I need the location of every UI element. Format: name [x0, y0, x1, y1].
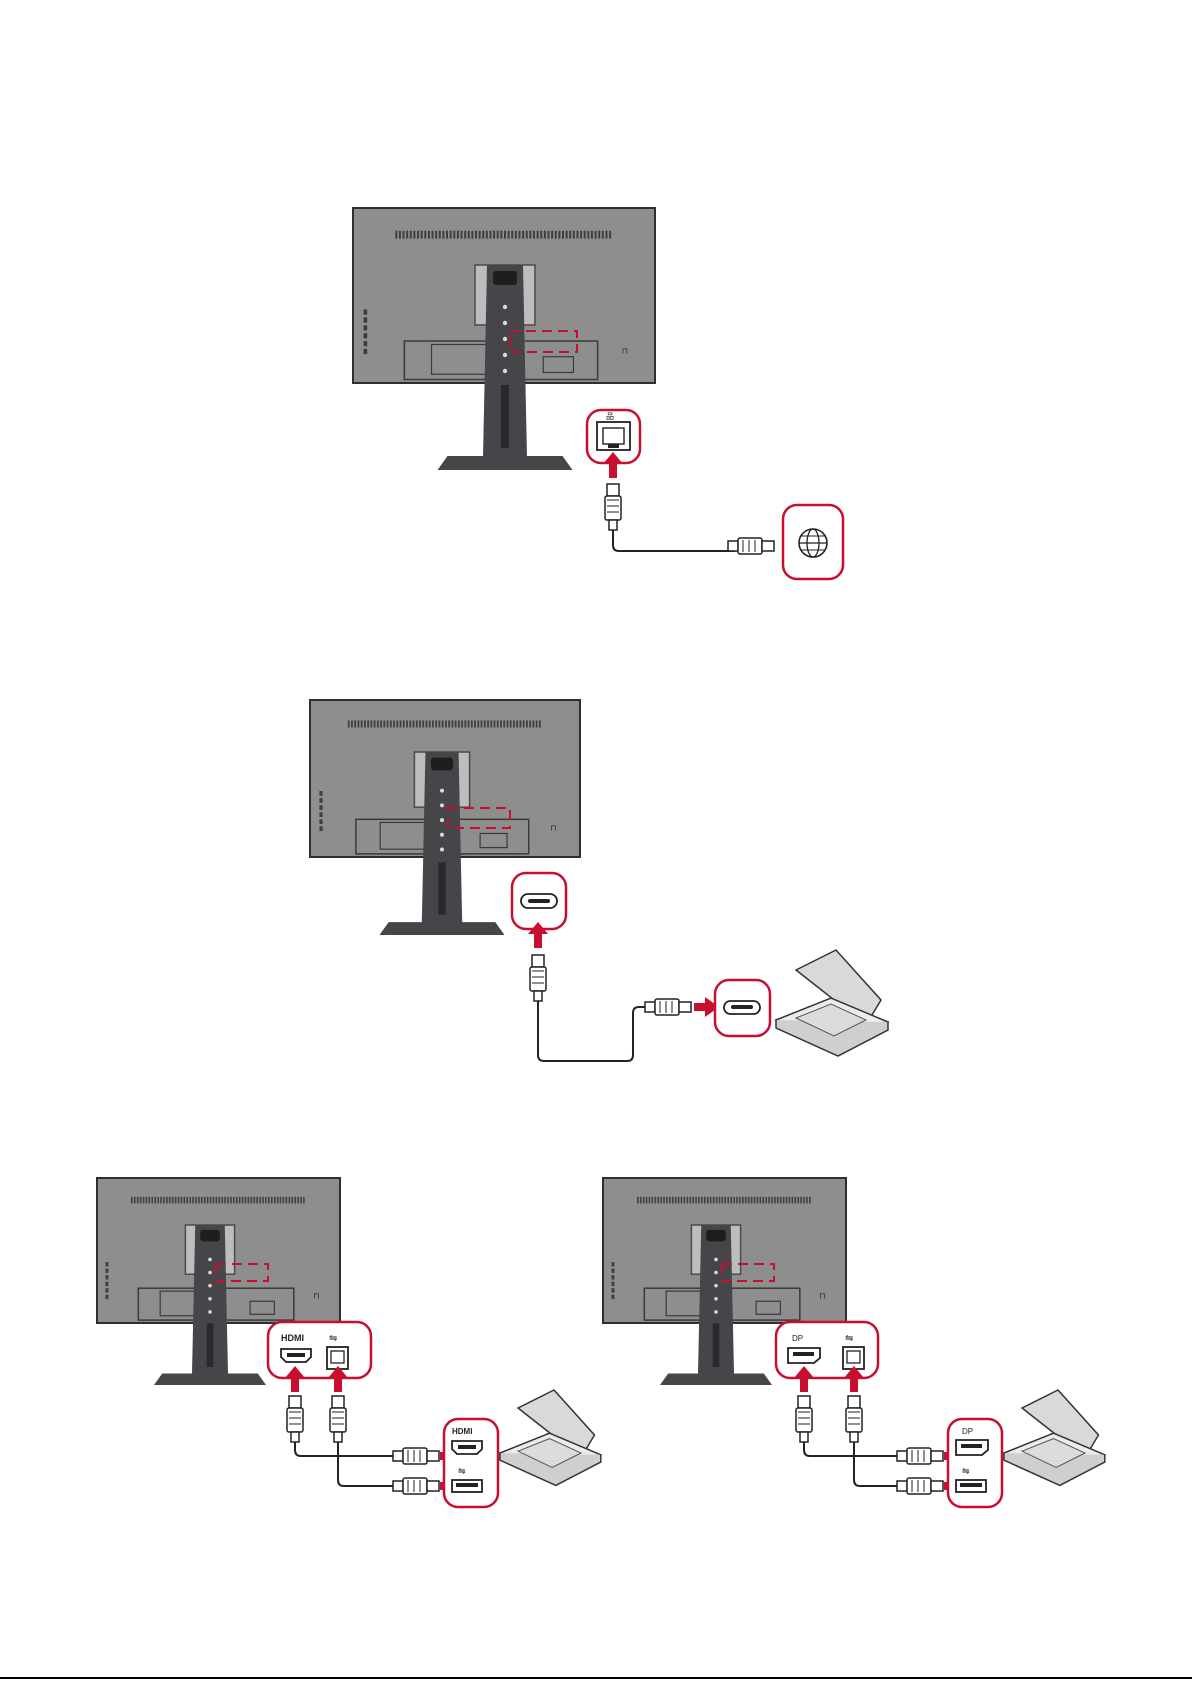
footer-rule — [0, 1677, 1192, 1679]
stand-screw — [440, 818, 444, 822]
stand-screw — [503, 369, 507, 373]
dp-port-label: DP — [792, 1334, 803, 1343]
stand-screw — [440, 847, 444, 851]
usb-c-port-icon — [521, 894, 557, 908]
laptop-usb-label: ⇋ — [458, 1466, 466, 1476]
stand-screw — [440, 833, 444, 837]
hdmi-port-label: HDMI — [281, 1333, 304, 1343]
usb-plug-laptop — [393, 1478, 439, 1494]
laptop-dp-usb-callout — [948, 1419, 1002, 1507]
stand-screw — [208, 1271, 212, 1275]
stand-screw — [503, 321, 507, 325]
usb-plug-laptop-4 — [897, 1478, 943, 1494]
laptop-icon — [776, 950, 888, 1056]
dp-plug-monitor — [796, 1396, 812, 1442]
ethernet-cable — [613, 530, 738, 551]
usb-c-cable — [538, 1001, 645, 1061]
usb-c-plug-monitor — [530, 955, 546, 1001]
laptop-hdmi-label: HDMI — [452, 1427, 472, 1436]
stand-screw — [208, 1297, 212, 1301]
stand-base — [438, 456, 573, 470]
laptop-usb-c-port-icon — [724, 1001, 760, 1014]
hdmi-cable — [295, 1442, 393, 1456]
stand-slot — [438, 862, 445, 914]
hdmi-plug-laptop — [393, 1448, 439, 1464]
stand-base — [380, 922, 505, 935]
stand-screw — [503, 353, 507, 357]
usb-cable-4 — [854, 1442, 897, 1486]
hdmi-plug-monitor — [287, 1396, 303, 1442]
laptop-icon-4 — [1004, 1390, 1105, 1485]
stand-base — [660, 1374, 772, 1385]
usb-plug-monitor-4 — [846, 1396, 862, 1442]
stand-handle — [493, 271, 517, 285]
ethernet-plug-monitor — [605, 484, 621, 530]
stand-slot — [501, 385, 509, 448]
stand-handle — [431, 758, 453, 771]
stand-screw — [208, 1284, 212, 1288]
kensington-lock-icon: ⊓ — [819, 1291, 825, 1300]
stand-screw — [503, 305, 507, 309]
stand-slot — [207, 1323, 214, 1367]
usb-plug-monitor — [330, 1396, 346, 1442]
stand-screw — [714, 1284, 718, 1288]
kensington-lock-icon: ⊓ — [550, 823, 556, 832]
dp-cable — [804, 1442, 897, 1456]
ethernet-plug-network — [728, 538, 774, 554]
kensington-lock-icon: ⊓ — [313, 1291, 319, 1300]
stand-screw — [714, 1258, 718, 1262]
stand-screw — [208, 1310, 212, 1314]
network-callout — [783, 505, 843, 579]
stand-base — [154, 1374, 266, 1385]
laptop-icon-3 — [500, 1390, 601, 1485]
svg-text:品: 品 — [606, 412, 614, 421]
usb-cable — [338, 1442, 393, 1486]
dp-plug-laptop — [897, 1448, 943, 1464]
stand-screw — [208, 1258, 212, 1262]
stand-slot — [713, 1323, 720, 1367]
stand-screw — [503, 337, 507, 341]
usb-c-plug-laptop — [645, 999, 691, 1015]
usb-port-label-4: ⇋ — [845, 1333, 853, 1344]
stand-screw — [714, 1310, 718, 1314]
stand-screw — [714, 1297, 718, 1301]
stand-handle — [200, 1230, 220, 1241]
kensington-lock-icon: ⊓ — [622, 346, 628, 355]
laptop-usb-label-4: ⇋ — [962, 1466, 970, 1476]
stand-handle — [706, 1230, 726, 1241]
stand-screw — [440, 803, 444, 807]
laptop-dp-label: DP — [962, 1427, 973, 1436]
stand-screw — [440, 789, 444, 793]
stand-screw — [714, 1271, 718, 1275]
usb-port-label: ⇋ — [329, 1333, 337, 1344]
